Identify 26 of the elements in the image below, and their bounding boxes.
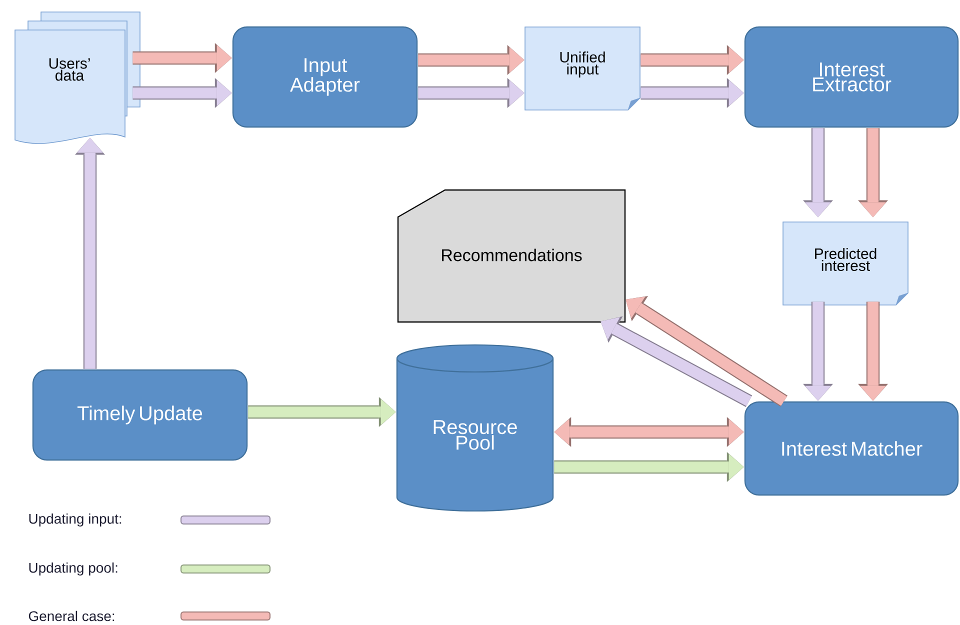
block-arrow bbox=[803, 128, 833, 218]
process-box: Interest Matcher bbox=[744, 401, 959, 496]
block-arrow bbox=[132, 43, 232, 73]
process-box: Input Adapter bbox=[232, 26, 418, 128]
block-arrow bbox=[600, 316, 752, 407]
block-arrow bbox=[554, 417, 744, 447]
block-arrow bbox=[640, 78, 744, 108]
legend-label: Updating pool: bbox=[29, 562, 118, 576]
document-stack: Users’ data bbox=[14, 12, 140, 144]
block-arrow bbox=[418, 78, 524, 108]
block-arrow bbox=[803, 302, 833, 401]
output-box: Recommendations bbox=[397, 189, 626, 323]
block-arrow bbox=[640, 45, 744, 75]
block-arrow bbox=[75, 138, 105, 369]
legend-label: General case: bbox=[28, 610, 114, 622]
block-arrow bbox=[858, 302, 888, 401]
block-arrow bbox=[626, 296, 788, 407]
block-arrow bbox=[132, 78, 232, 108]
legend-label: Updating input: bbox=[29, 513, 122, 527]
process-box: Timely Update bbox=[32, 369, 248, 461]
block-arrow bbox=[554, 452, 744, 482]
database-cylinder: Resource Pool bbox=[396, 344, 554, 512]
block-arrow bbox=[418, 45, 524, 75]
block-arrow bbox=[858, 128, 888, 218]
block-arrow bbox=[248, 397, 396, 427]
process-box: Interest Extractor bbox=[744, 26, 959, 128]
